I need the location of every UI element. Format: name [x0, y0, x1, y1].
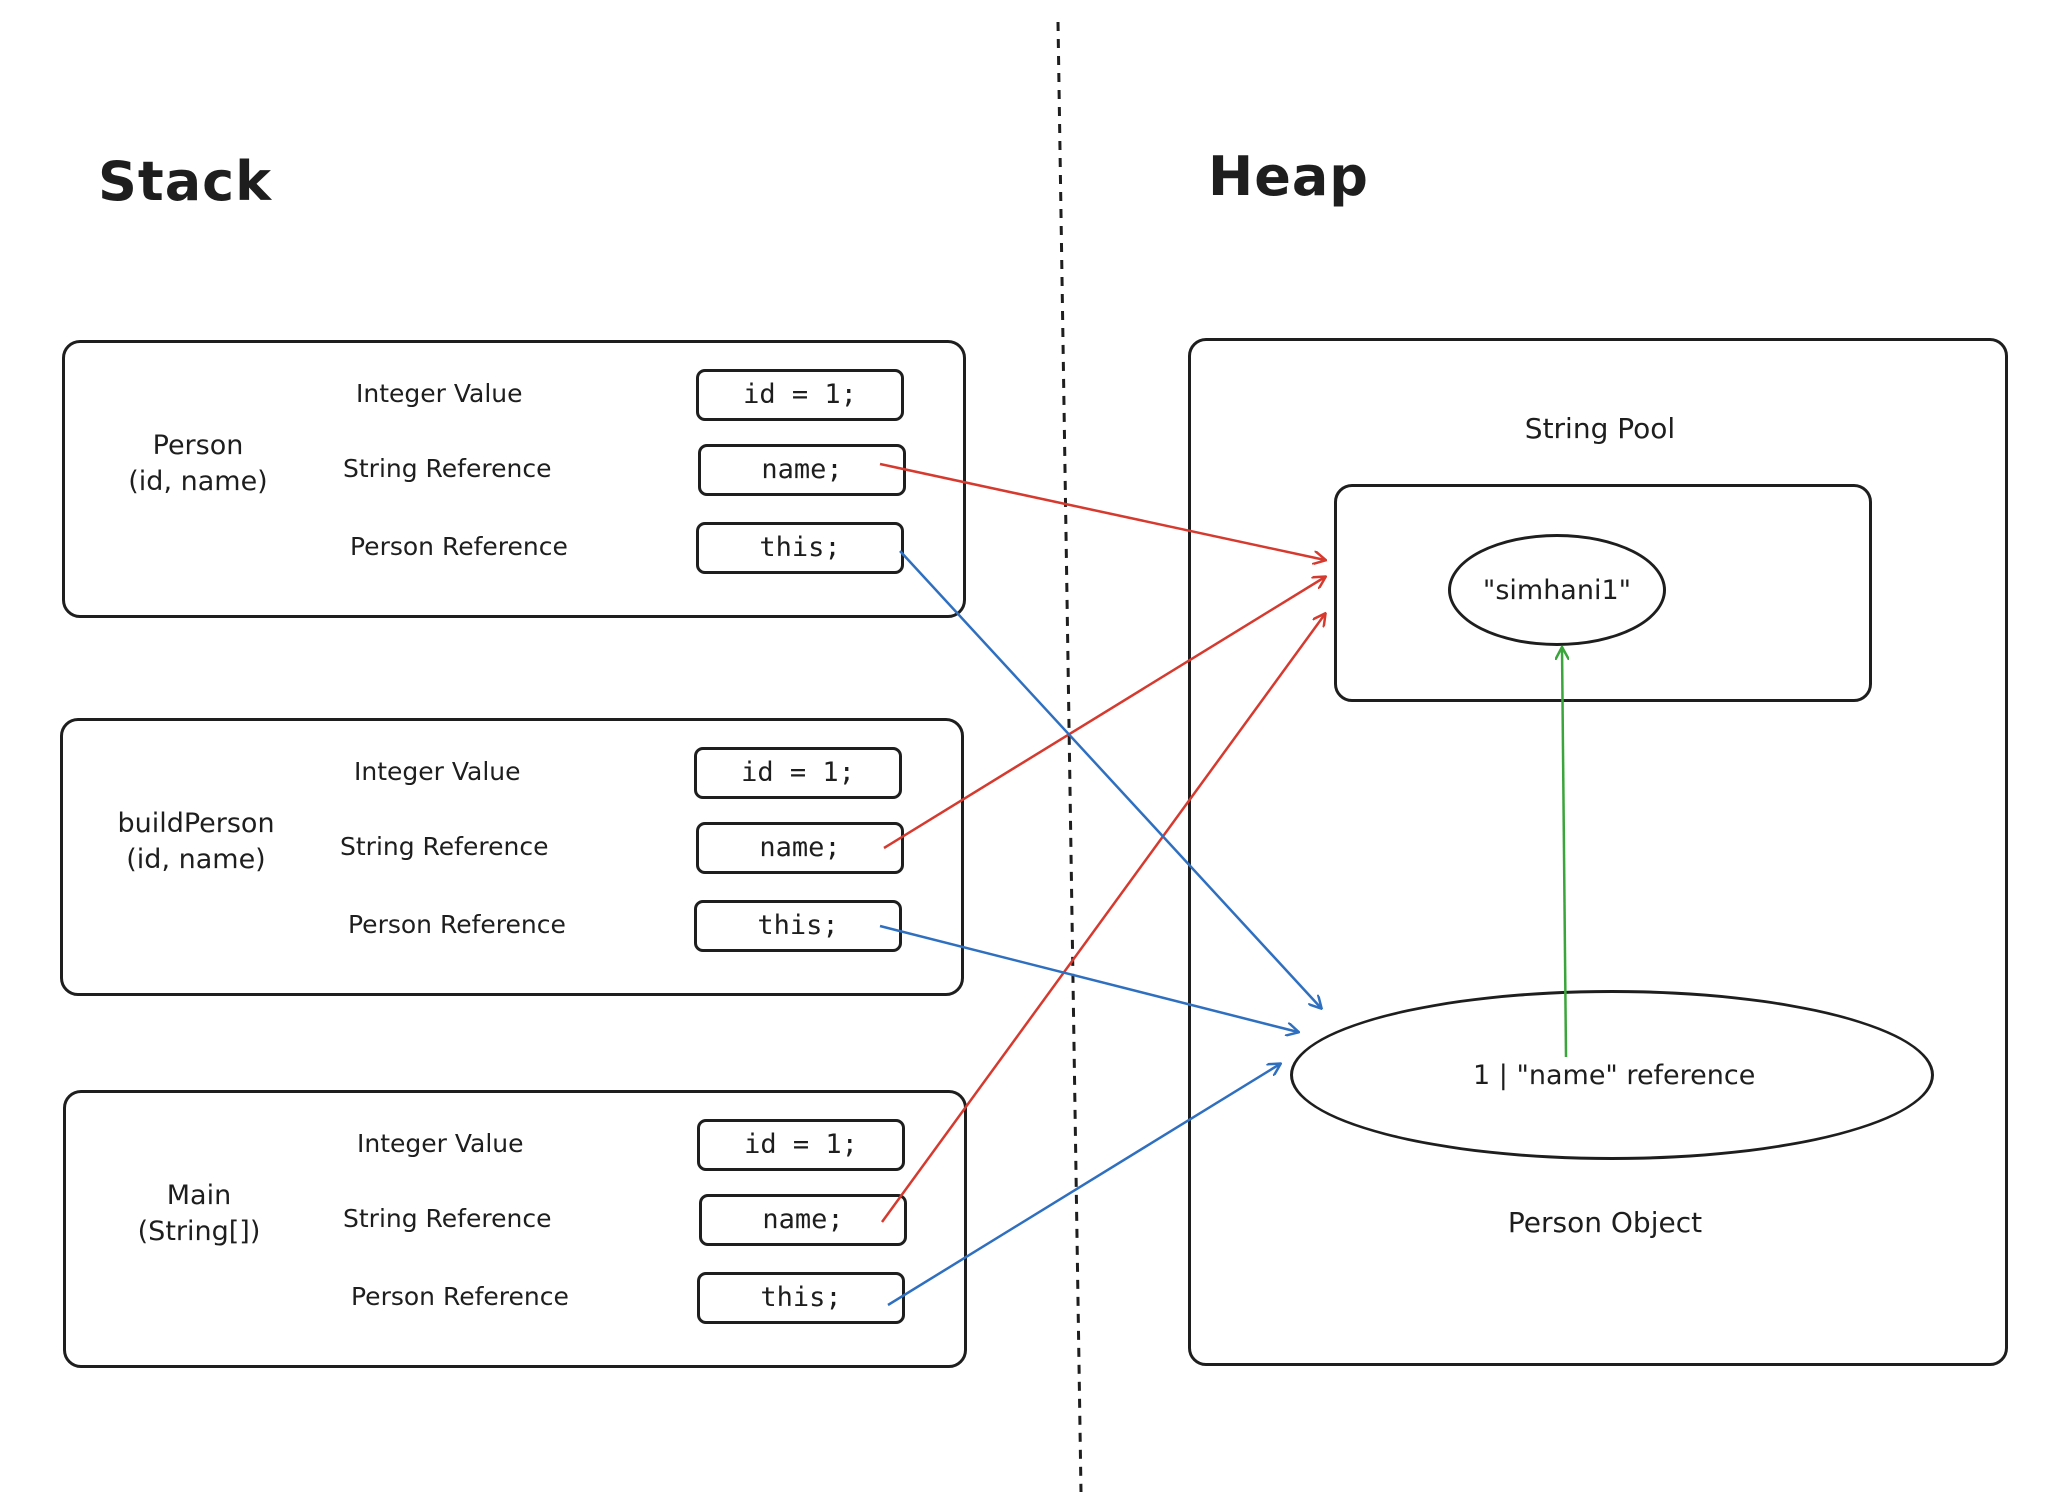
- row-label-person-reference: Person Reference: [350, 532, 568, 561]
- stack-title: Stack: [98, 150, 273, 213]
- heap-title: Heap: [1208, 145, 1369, 208]
- row-label-integer-value: Integer Value: [356, 379, 523, 408]
- row-label-person-reference: Person Reference: [348, 910, 566, 939]
- frame-name-line2: (String[]): [137, 1216, 261, 1247]
- stack-heap-divider: [1056, 21, 1083, 1493]
- slot-person-reference: this;: [696, 522, 904, 574]
- frame-name-line2: (id, name): [128, 466, 268, 497]
- frame-name-line1: buildPerson: [117, 808, 275, 839]
- person-object-content: 1 | "name" reference: [1473, 1059, 1756, 1091]
- string-pool: [1334, 484, 1872, 702]
- slot-string-reference: name;: [699, 1194, 907, 1246]
- row-label-string-reference: String Reference: [343, 1204, 552, 1233]
- frame-name-buildperson: buildPerson (id, name): [86, 806, 306, 878]
- row-label-integer-value: Integer Value: [357, 1129, 524, 1158]
- string-pool-label: String Pool: [1524, 412, 1676, 445]
- row-label-person-reference: Person Reference: [351, 1282, 569, 1311]
- person-object: 1 | "name" reference: [1290, 990, 1934, 1160]
- string-literal: "simhani1": [1448, 534, 1666, 646]
- slot-string-reference: name;: [698, 444, 906, 496]
- slot-person-reference: this;: [694, 900, 902, 952]
- row-label-string-reference: String Reference: [340, 832, 549, 861]
- frame-name-line1: Person: [152, 430, 244, 461]
- row-label-integer-value: Integer Value: [354, 757, 521, 786]
- frame-name-person: Person (id, name): [88, 428, 308, 500]
- row-label-string-reference: String Reference: [343, 454, 552, 483]
- slot-integer-value: id = 1;: [696, 369, 904, 421]
- slot-integer-value: id = 1;: [697, 1119, 905, 1171]
- frame-name-line2: (id, name): [126, 844, 266, 875]
- slot-person-reference: this;: [697, 1272, 905, 1324]
- frame-name-main: Main (String[]): [89, 1178, 309, 1250]
- slot-string-reference: name;: [696, 822, 904, 874]
- person-object-label: Person Object: [1507, 1206, 1703, 1239]
- frame-name-line1: Main: [166, 1180, 232, 1211]
- slot-integer-value: id = 1;: [694, 747, 902, 799]
- string-literal-text: "simhani1": [1482, 574, 1632, 606]
